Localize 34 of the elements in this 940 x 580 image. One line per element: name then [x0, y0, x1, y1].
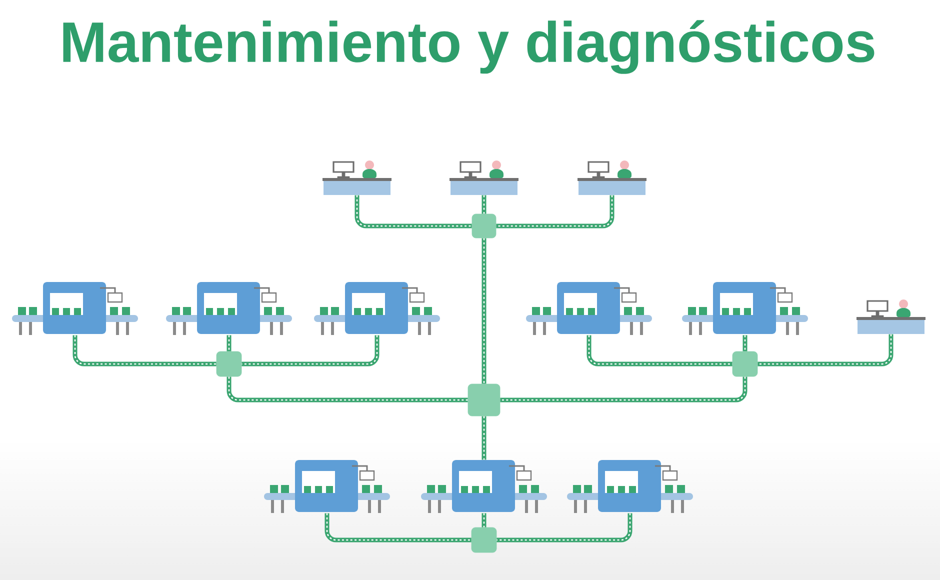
conveyor-machine [567, 460, 693, 513]
network-cable [324, 513, 472, 542]
network-cable [742, 335, 748, 352]
operator-workstation [856, 300, 926, 334]
network-switch [216, 351, 242, 377]
network-switch [468, 384, 500, 416]
network-cable [482, 195, 486, 214]
conveyor-machine [166, 282, 292, 335]
conveyor-machine [314, 282, 440, 335]
network-cable [496, 513, 632, 542]
network-cable [242, 335, 380, 366]
network-cable [482, 513, 486, 528]
network-cable [482, 238, 486, 384]
title: Mantenimiento y diagnósticos [63, 20, 874, 74]
network-cable [586, 335, 732, 366]
network-switch [471, 527, 497, 553]
network-cable [758, 334, 894, 366]
network-cable [500, 376, 748, 402]
network-switch [472, 214, 496, 238]
operator-workstation [322, 160, 392, 195]
conveyor-machine [682, 282, 808, 335]
operator-workstation [450, 160, 518, 195]
network-cable [482, 416, 486, 460]
conveyor-machine [12, 282, 138, 335]
network-switch [732, 351, 758, 377]
network-cable [226, 335, 232, 352]
conveyor-machine [421, 460, 547, 513]
network-cable [354, 195, 472, 228]
network-cable [72, 335, 216, 366]
conveyor-machine [264, 460, 390, 513]
network-cable [226, 376, 468, 402]
network-cable [496, 195, 614, 228]
operator-workstation [578, 160, 646, 195]
conveyor-machine [526, 282, 652, 335]
